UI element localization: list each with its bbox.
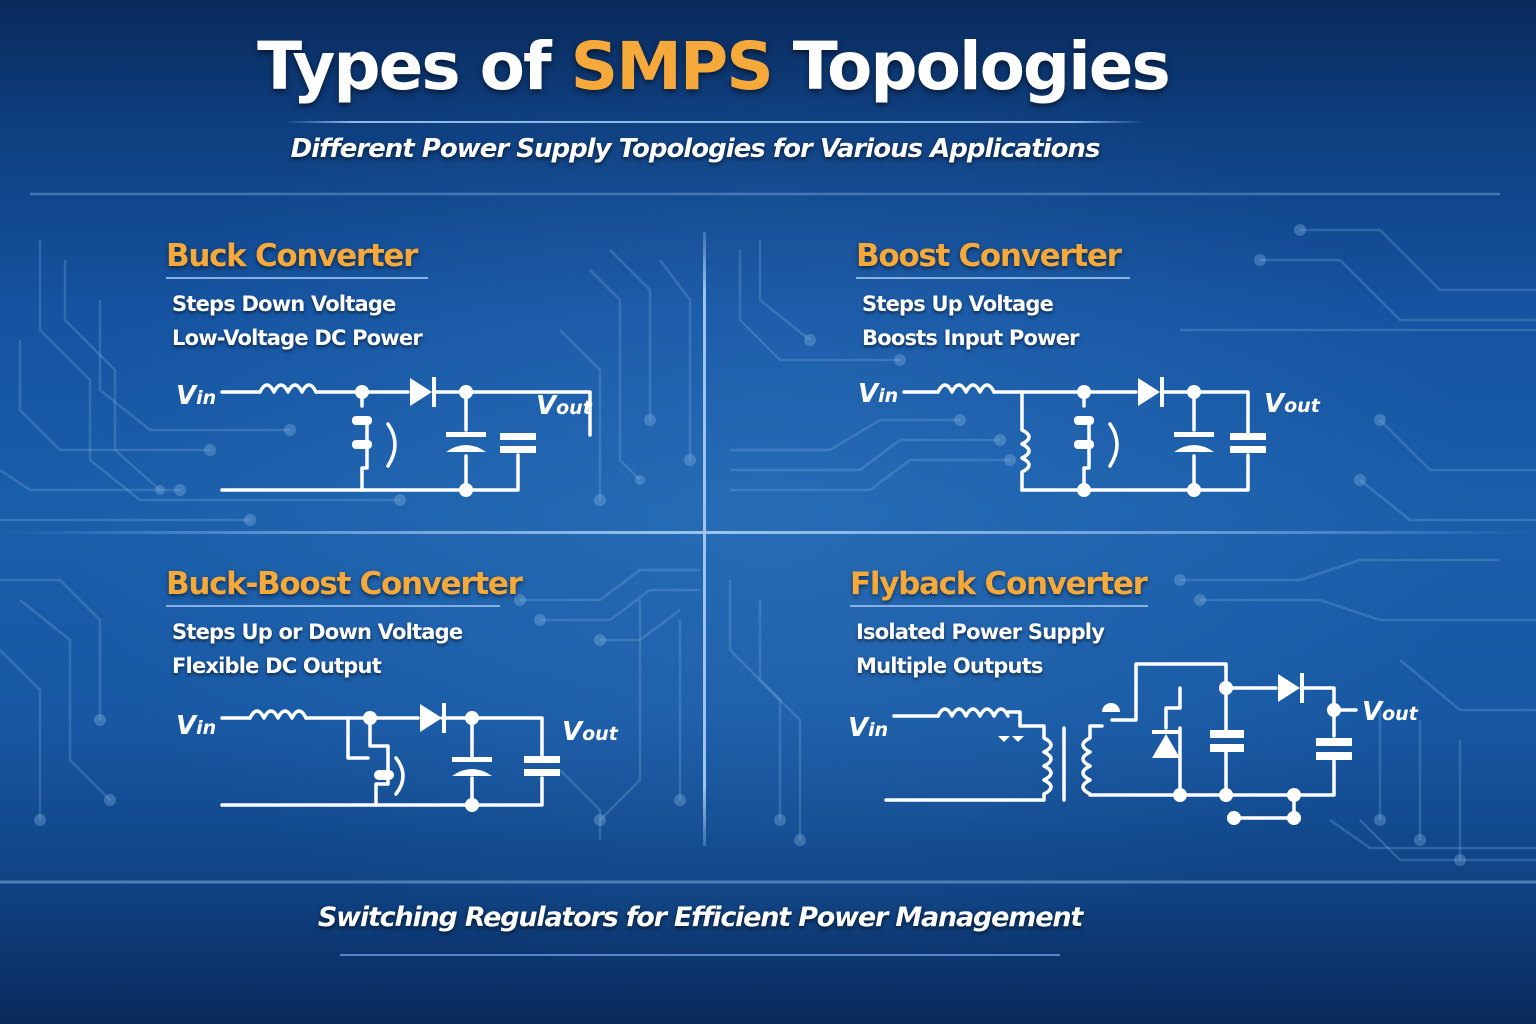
panel-title: Buck Converter	[166, 238, 418, 274]
panel-buck-boost-converter: Buck-Boost Converter Steps Up or Down Vo…	[166, 564, 523, 683]
buck-boost-converter-schematic: Vin Vout	[176, 703, 619, 812]
vin-label: Vin	[848, 713, 888, 743]
panel-title-underline	[850, 605, 1148, 607]
title-prefix: Types of	[257, 28, 571, 105]
horizontal-divider	[0, 531, 1536, 534]
panel-description: Steps Up or Down Voltage Flexible DC Out…	[166, 615, 522, 683]
panel-boost-converter: Boost Converter Steps Up Voltage Boosts …	[856, 236, 1130, 355]
polarity-marks-icon	[998, 736, 1024, 742]
panel-title-underline	[166, 277, 428, 279]
boost-converter-schematic: Vin Vout	[858, 377, 1321, 497]
vertical-divider	[703, 232, 706, 846]
page-subtitle: Different Power Supply Topologies for Va…	[290, 134, 1101, 164]
panel-flyback-converter: Flyback Converter Isolated Power Supply …	[850, 564, 1148, 683]
vout-label: Vout	[1264, 389, 1321, 419]
buck-converter-schematic: Vin Vout	[176, 377, 593, 497]
diode-icon	[1138, 378, 1160, 406]
panel-title: Buck-Boost Converter	[166, 566, 523, 602]
footer-tagline: Switching Regulators for Efficient Power…	[317, 902, 1083, 933]
panel-description: Isolated Power Supply Multiple Outputs	[850, 615, 1148, 683]
panel-title-underline	[166, 605, 500, 607]
flyback-converter-schematic: Vin Vout	[848, 662, 1419, 825]
inductor-icon	[936, 383, 996, 394]
page-title: Types of SMPS Topologies	[0, 22, 1426, 112]
description-line: Steps Down Voltage	[172, 292, 396, 316]
panel-title-underline	[856, 277, 1130, 279]
inductor-icon	[936, 707, 1010, 718]
title-underline	[284, 121, 1144, 123]
title-accent: SMPS	[570, 28, 774, 105]
vin-label: Vin	[176, 381, 216, 411]
panel-buck-converter: Buck Converter Steps Down Voltage Low-Vo…	[166, 236, 428, 355]
inductor-icon	[248, 709, 308, 720]
description-line: Steps Up or Down Voltage	[172, 620, 463, 644]
description-line: Low-Voltage DC Power	[172, 326, 423, 350]
vout-label: Vout	[1362, 697, 1419, 727]
description-line: Boosts Input Power	[862, 326, 1080, 350]
diode-icon	[420, 704, 442, 732]
description-line: Multiple Outputs	[856, 654, 1043, 678]
panel-description: Steps Down Voltage Low-Voltage DC Power	[166, 287, 428, 355]
vin-label: Vin	[176, 711, 216, 741]
description-line: Flexible DC Output	[172, 654, 382, 678]
vout-label: Vout	[536, 391, 593, 421]
diode-icon	[1152, 734, 1180, 758]
panel-title: Flyback Converter	[850, 566, 1148, 602]
description-line: Isolated Power Supply	[856, 620, 1105, 644]
transformer-primary-icon	[884, 710, 1053, 802]
inductor-icon	[258, 383, 318, 394]
description-line: Steps Up Voltage	[862, 292, 1054, 316]
vin-label: Vin	[858, 379, 898, 409]
panel-description: Steps Up Voltage Boosts Input Power	[856, 287, 1130, 355]
vout-label: Vout	[562, 717, 619, 747]
diode-icon	[410, 378, 432, 406]
inductor-icon	[1020, 390, 1031, 492]
diode-icon	[1278, 674, 1300, 702]
title-suffix: Topologies	[771, 28, 1171, 105]
panel-title: Boost Converter	[856, 238, 1122, 274]
polarity-dot-icon	[1102, 703, 1120, 712]
